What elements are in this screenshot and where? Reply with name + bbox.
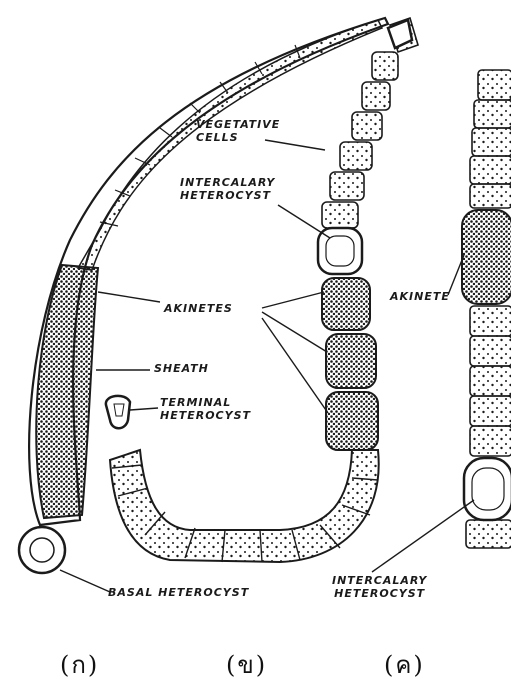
label-sheath: SHEATH	[154, 362, 209, 375]
terminal-heterocyst-b	[106, 396, 130, 428]
caption-b: (ข)	[226, 645, 267, 684]
filament-b	[106, 18, 418, 562]
label-terminal-heterocyst: TERMINAL HETEROCYST	[160, 396, 251, 422]
filament-c	[462, 70, 511, 548]
akinete-c	[462, 210, 511, 304]
caption-c: (ค)	[384, 645, 425, 684]
label-akinete: AKINETE	[390, 290, 450, 303]
akinete-body-a	[36, 265, 98, 518]
label-basal-heterocyst: BASAL HETEROCYST	[108, 586, 249, 599]
akinete-b1	[322, 278, 370, 330]
label-vegetative-cells: VEGETATIVE CELLS	[196, 118, 280, 144]
label-intercalary-heterocyst-c: INTERCALARY HETEROCYST	[332, 574, 427, 600]
label-akinetes: AKINETES	[164, 302, 233, 315]
basal-heterocyst-a	[19, 527, 65, 573]
label-intercalary-heterocyst-b: INTERCALARY HETEROCYST	[180, 176, 275, 202]
akinete-b2	[326, 334, 376, 388]
caption-a: (ก)	[60, 645, 99, 684]
akinete-b3	[326, 392, 378, 450]
